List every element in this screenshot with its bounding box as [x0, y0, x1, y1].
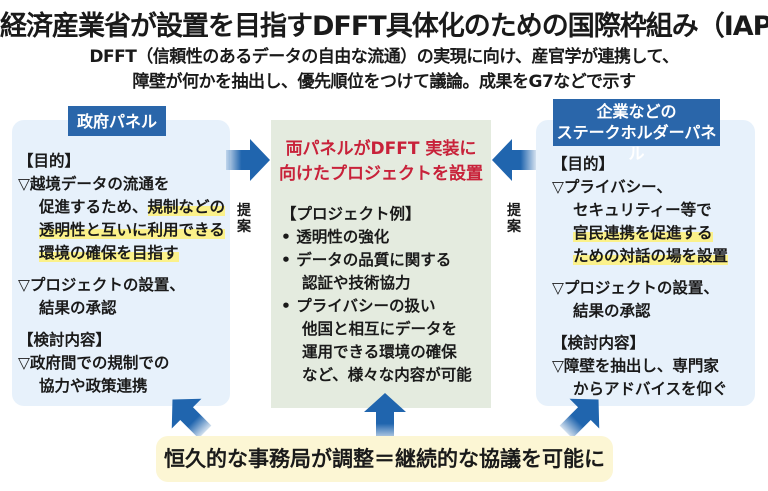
stakeholder-panel-text: 【目的】 ▽プライバシー、 セキュリティー等で 官民連携を促進する ための対話の…	[552, 153, 729, 401]
arrow-up-right-icon	[559, 398, 600, 439]
list-item: • プライバシーの扱い	[281, 297, 436, 315]
list-item: 他国と相互にデータを	[302, 320, 458, 338]
proposal-char: 提	[507, 203, 521, 219]
heading-topics: 【検討内容】	[552, 334, 646, 352]
text-line: セキュリティー等で	[573, 201, 712, 219]
government-panel-label: 政府パネル	[68, 106, 166, 136]
label-line: ステークホルダーパネル	[556, 123, 717, 163]
proposal-char: 案	[507, 219, 521, 235]
headline-line: 両パネルがDFFT 実装に	[285, 139, 477, 159]
list-item: 認証や技術協力	[302, 274, 411, 292]
headline-line: 向けたプロジェクトを設置	[279, 164, 483, 184]
text-line: 結果の承認	[39, 299, 117, 317]
text-line: 協力や政策連携	[39, 377, 148, 395]
text-line: からアドバイスを仰ぐ	[573, 380, 728, 398]
arrow-up-left-icon	[171, 398, 212, 439]
text-line: ▽プロジェクトの設置、	[552, 279, 719, 297]
text-line: ▽越境データの流通を	[18, 175, 170, 193]
stakeholder-panel-label: 企業などの ステークホルダーパネル	[553, 99, 720, 163]
highlighted-text: 規制などの	[147, 198, 226, 216]
proposal-label-right: 提 案	[506, 203, 522, 235]
arrow-right-icon	[226, 139, 270, 181]
text-line: ▽政府間での規制での	[18, 354, 170, 372]
heading-topics: 【検討内容】	[18, 331, 112, 349]
list-item: 運用できる環境の確保	[302, 343, 457, 361]
proposal-char: 提	[237, 203, 251, 219]
label-line: 企業などの	[596, 102, 677, 121]
text-line: ▽プライバシー、	[552, 178, 672, 196]
subtitle-line-2: 障壁が何かを抽出し、優先順位をつけて議論。成果をG7などで示す	[132, 72, 636, 92]
heading-purpose: 【目的】	[18, 152, 81, 170]
government-panel	[12, 120, 230, 406]
project-headline: 両パネルがDFFT 実装に 向けたプロジェクトを設置	[271, 137, 491, 187]
text-line: ▽プロジェクトの設置、	[18, 276, 185, 294]
proposal-label-left: 提 案	[236, 203, 252, 235]
heading-purpose: 【目的】	[552, 155, 615, 173]
highlighted-text: ための対話の場を設置	[573, 247, 729, 265]
highlighted-text: 透明性と互いに利用できる	[39, 221, 225, 239]
list-item: • 透明性の強化	[281, 228, 390, 246]
text-line: 促進するため、	[39, 198, 148, 216]
subtitle-line-1: DFFT（信頼性のあるデータの自由な流通）の実現に向け、産官学が連携して、	[89, 47, 679, 67]
proposal-char: 案	[237, 219, 251, 235]
project-box	[271, 120, 491, 408]
highlighted-text: 官民連携を促進する	[573, 224, 713, 242]
text-line: 結果の承認	[573, 302, 651, 320]
list-item: など、様々な内容が可能	[302, 366, 472, 384]
government-panel-text: 【目的】 ▽越境データの流通を 促進するため、規制などの 透明性と互いに利用でき…	[18, 150, 226, 398]
list-item: • データの品質に関する	[281, 251, 452, 269]
project-examples: 【プロジェクト例】 • 透明性の強化 • データの品質に関する 認証や技術協力 …	[281, 203, 472, 387]
page-title: 経済産業省が設置を目指すDFFT具体化のための国際枠組み（IAP)	[0, 11, 768, 42]
arrow-left-icon	[492, 139, 536, 181]
arrow-up-icon	[364, 393, 406, 440]
heading-examples: 【プロジェクト例】	[281, 205, 421, 223]
secretariat-banner: 恒久的な事務局が調整＝継続的な協議を可能に	[156, 436, 613, 482]
text-line: ▽障壁を抽出し、専門家	[552, 357, 719, 375]
highlighted-text: 環境の確保を目指す	[39, 244, 179, 262]
